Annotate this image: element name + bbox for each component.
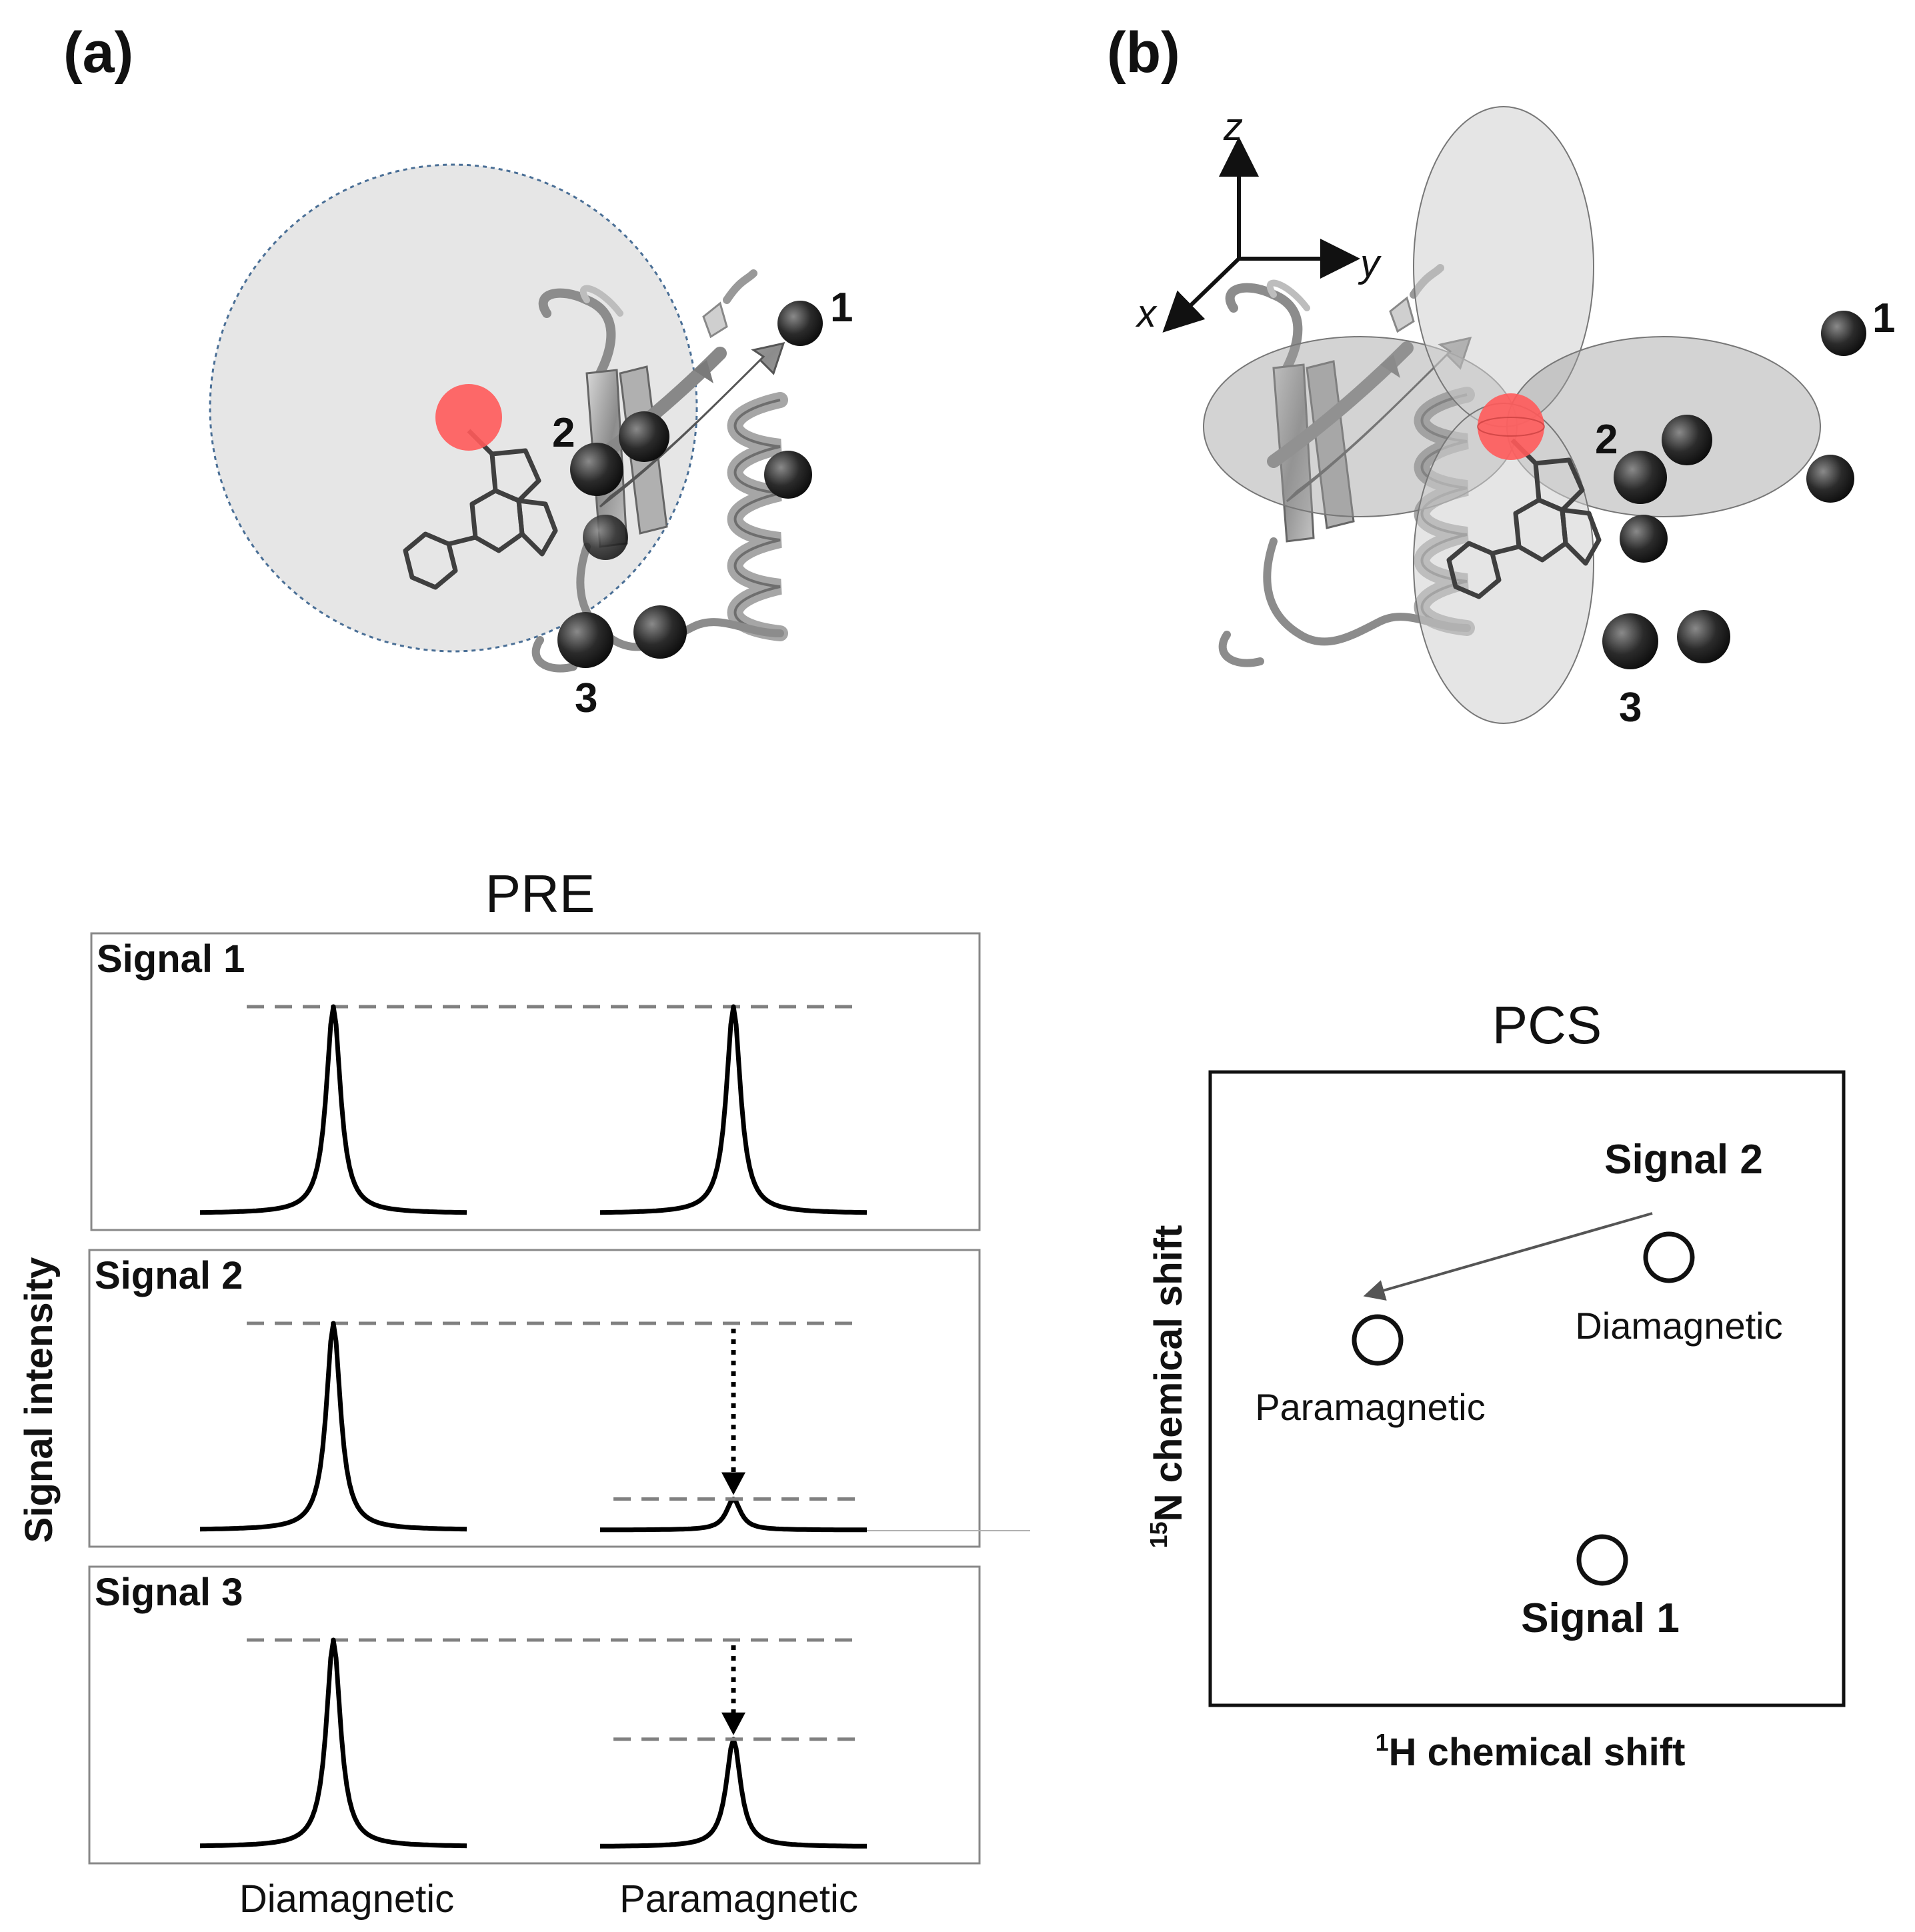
atom-3 [1602,613,1658,669]
pre-arrowhead [721,1472,745,1495]
metal-ion [435,384,502,451]
pre-peak-paramagnetic [599,1004,867,1215]
pre-signal-panel: Signal 3 [88,1565,981,1865]
pre-peak-diamagnetic [199,1637,467,1849]
pre-signal-label: Signal 2 [95,1254,243,1297]
atom [1677,610,1730,663]
pre-peak-diamagnetic [199,1321,467,1532]
panel-a-label: (a) [63,21,133,85]
atom-1 [777,301,823,346]
pre-arrowhead [721,1712,745,1735]
pcs-signal1-label: Signal 1 [1521,1595,1680,1641]
residue-label-2: 2 [552,410,575,456]
pcs-peak-signal2-diamagnetic [1643,1231,1695,1283]
pcs-frame [1208,1070,1846,1707]
pcs-xlabel-text: H chemical shift [1389,1731,1686,1774]
pcs-signal2-label: Signal 2 [1604,1137,1763,1183]
pre-panel-frame [88,1249,981,1548]
pre-peak-diamagnetic [199,1004,467,1215]
atom [1662,415,1712,465]
atom [764,451,812,499]
pcs-tensor-illustration: 1 2 3 [1203,106,1895,731]
pcs-shift-arrow [1363,1212,1653,1301]
axis-label-z: z [1223,105,1243,149]
pcs-peak-signal2-paramagnetic [1352,1314,1404,1366]
pre-signal-panel: Signal 2 [88,1249,981,1548]
atom-3 [557,612,613,668]
atom-1 [1821,311,1866,356]
residue-label-3: 3 [575,675,597,721]
pcs-title: PCS [1492,995,1602,1055]
axis-label-x: x [1135,292,1158,335]
pre-signal-label: Signal 1 [97,937,245,981]
pre-signal-label: Signal 3 [95,1571,243,1614]
atom-2 [570,443,623,496]
pre-xlabel-diamagnetic: Diamagnetic [239,1877,454,1921]
pre-panels: Signal 1 Signal 2 Signal 3 [88,932,1030,1865]
atom [583,515,628,560]
pre-signal-panel: Signal 1 [90,932,981,1231]
pre-xlabel-paramagnetic: Paramagnetic [619,1877,858,1921]
axes-3d: z y x [1135,105,1382,335]
pre-sphere-illustration: 1 2 3 [209,163,853,721]
pcs-diamagnetic-label: Diamagnetic [1575,1305,1782,1347]
pcs-xlabel: 1H chemical shift [1376,1729,1686,1774]
pre-title: PRE [485,864,595,923]
pcs-xlabel-sup: 1 [1376,1729,1389,1756]
pre-peak-paramagnetic [600,1737,867,1849]
pcs-paramagnetic-label: Paramagnetic [1255,1386,1486,1428]
atom [1806,455,1854,503]
axis-label-y: y [1358,242,1382,285]
pcs-ylabel: 15N chemical shift [1145,1225,1190,1549]
pre-ylabel: Signal intensity [17,1257,61,1543]
pcs-ylabel-text: N chemical shift [1147,1225,1190,1522]
x-axis-arrow [1162,257,1241,333]
pre-peak-paramagnetic [600,1497,867,1533]
atom [1620,515,1668,563]
atom [619,411,669,462]
panel-b-label: (b) [1107,21,1180,85]
metal-ion [1478,393,1544,460]
atom [633,605,687,659]
pcs-peak-signal1 [1576,1534,1628,1586]
residue-label-1: 1 [1872,295,1895,341]
pre-panel-frame [88,1565,981,1865]
residue-label-2: 2 [1595,417,1618,463]
residue-label-3: 3 [1619,685,1642,731]
pcs-ylabel-sup: 15 [1145,1521,1172,1548]
pcs-chart: PCS Signal 2 Diamagnetic Paramagnetic Si… [1145,995,1846,1774]
pre-panel-frame [90,932,981,1231]
atom-2 [1614,451,1667,504]
residue-label-1: 1 [830,285,853,331]
